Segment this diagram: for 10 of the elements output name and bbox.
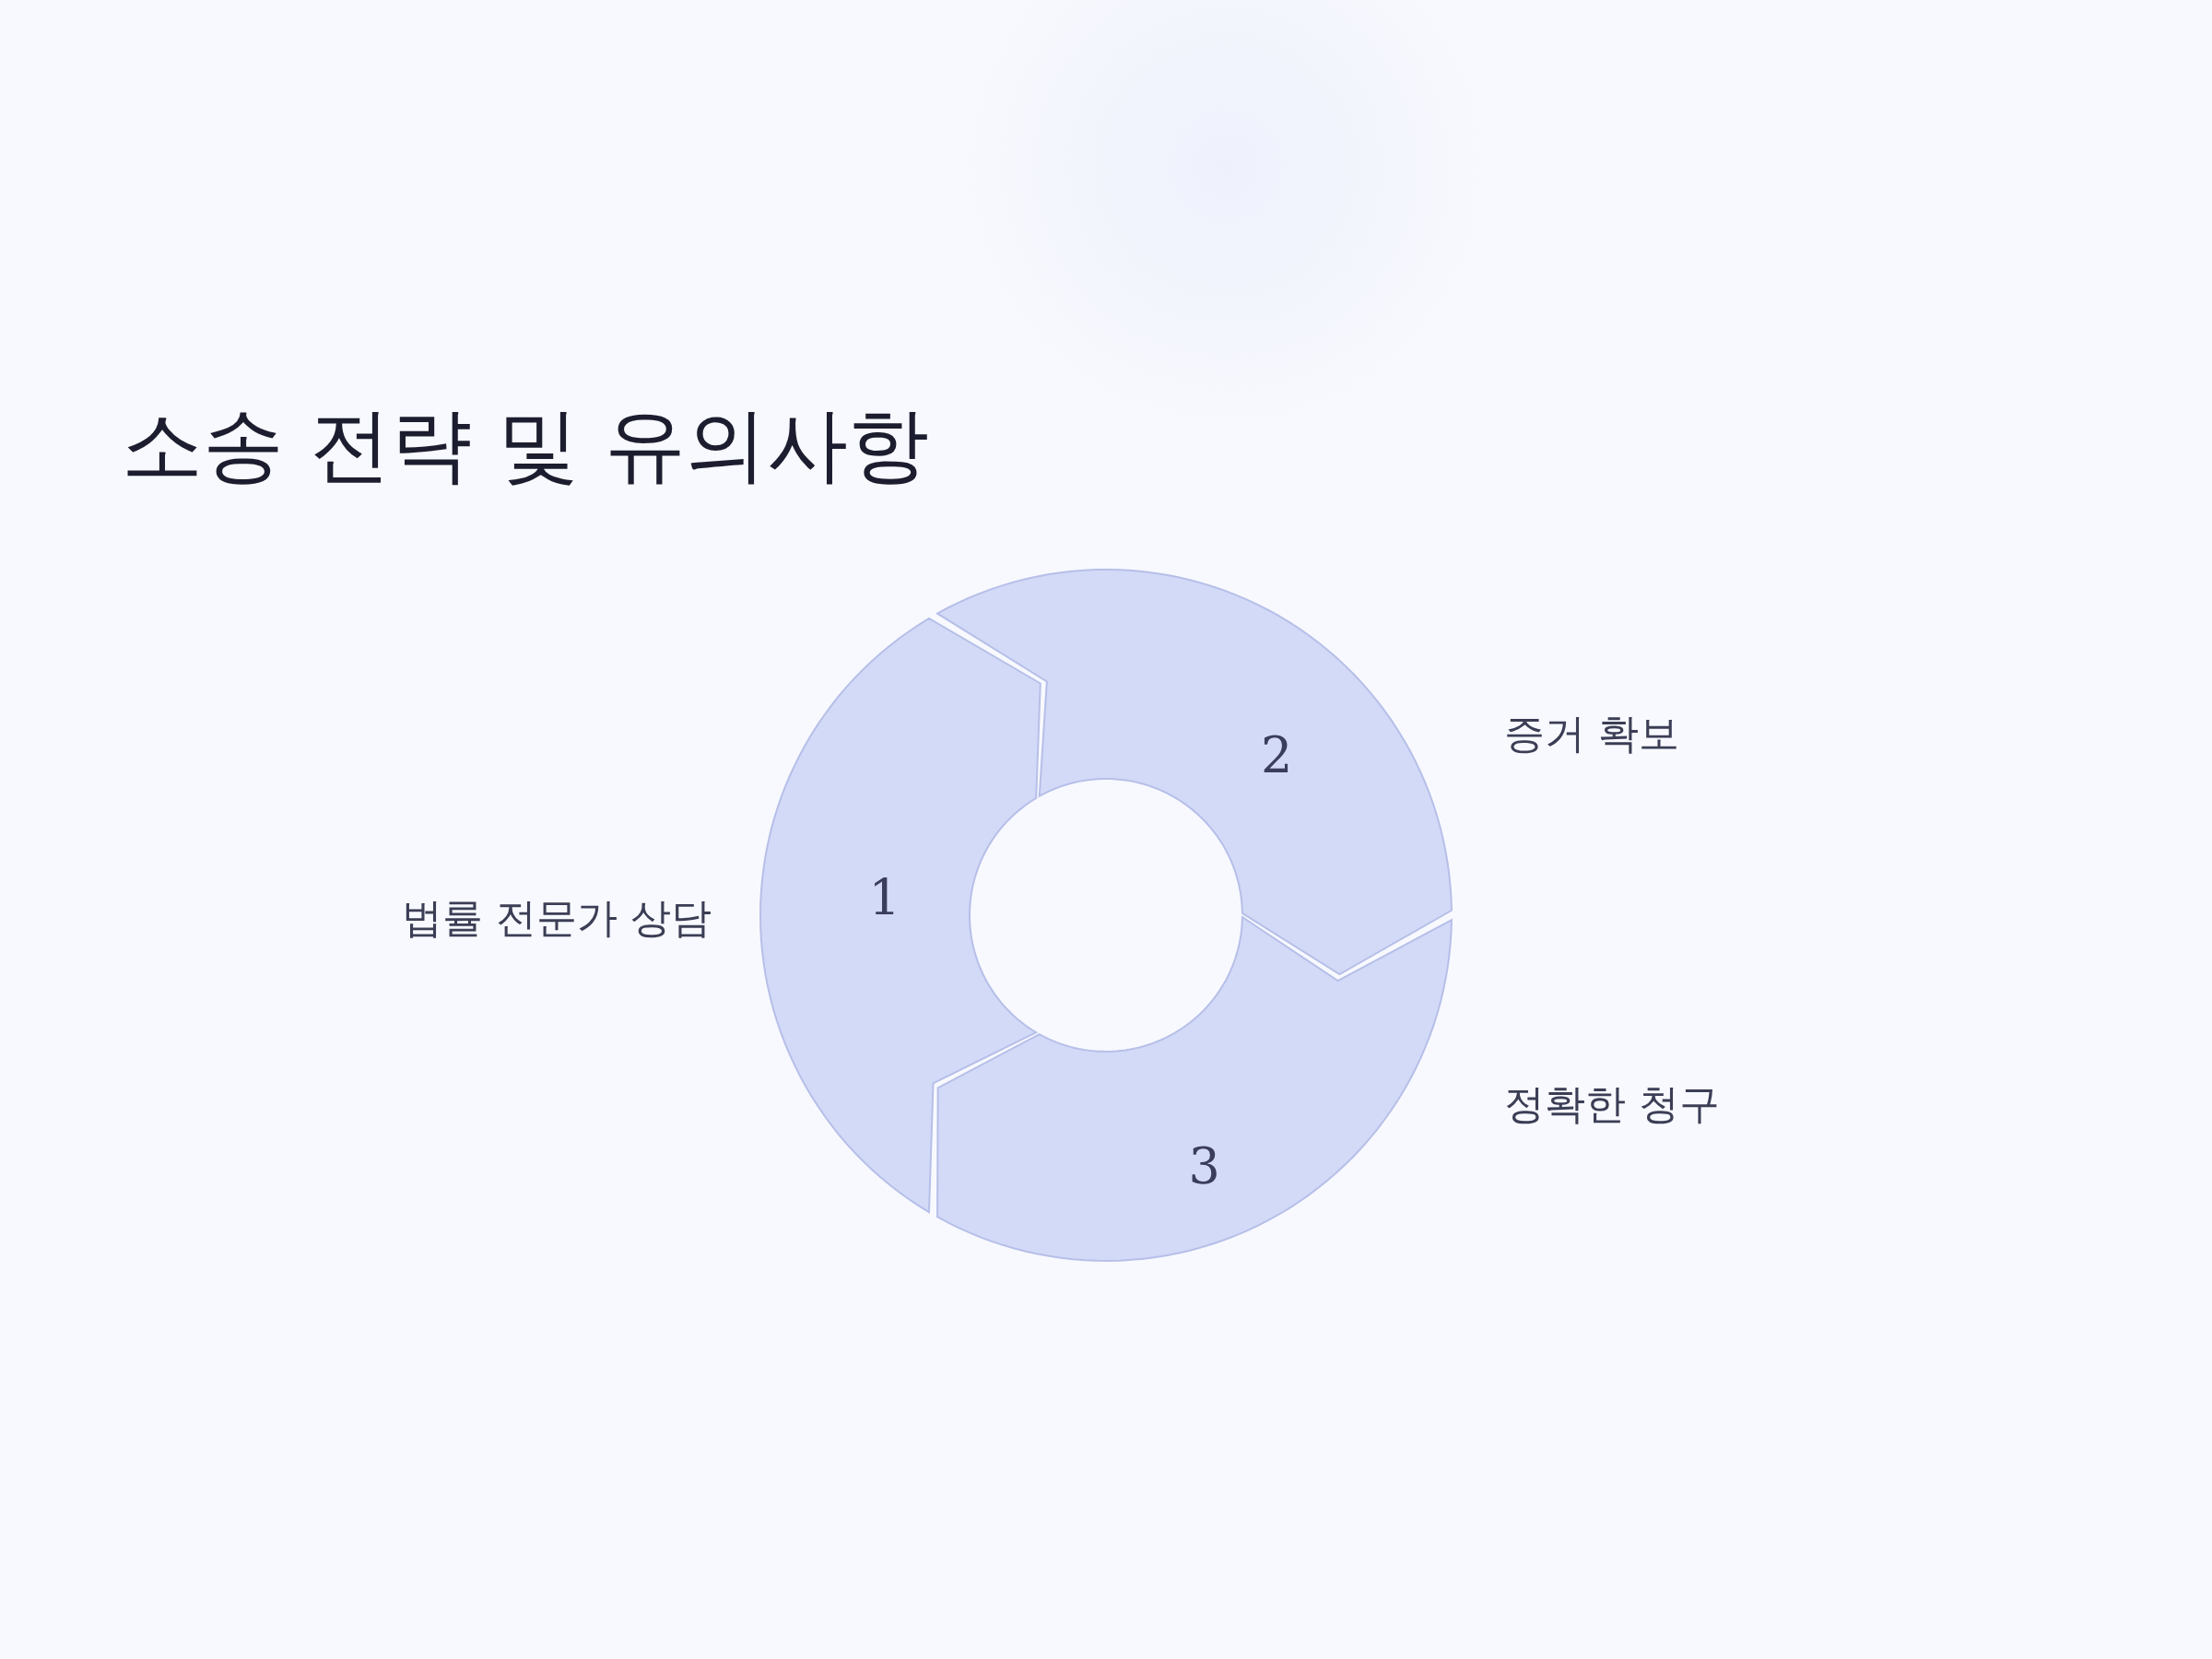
- cycle-segment: [935, 568, 1453, 977]
- step-number: 1: [868, 873, 900, 924]
- cycle-segment: [935, 915, 1453, 1263]
- step-label: 법률 전문가 상담: [402, 893, 712, 943]
- cycle-segment: [759, 616, 1042, 1215]
- step-number: 3: [1188, 1141, 1220, 1192]
- step-label: 정확한 청구: [1504, 1079, 1720, 1129]
- step-label: 증거 확보: [1504, 709, 1679, 759]
- title: 소송 전략 및 유의사항: [122, 396, 929, 494]
- step-number: 2: [1261, 730, 1293, 781]
